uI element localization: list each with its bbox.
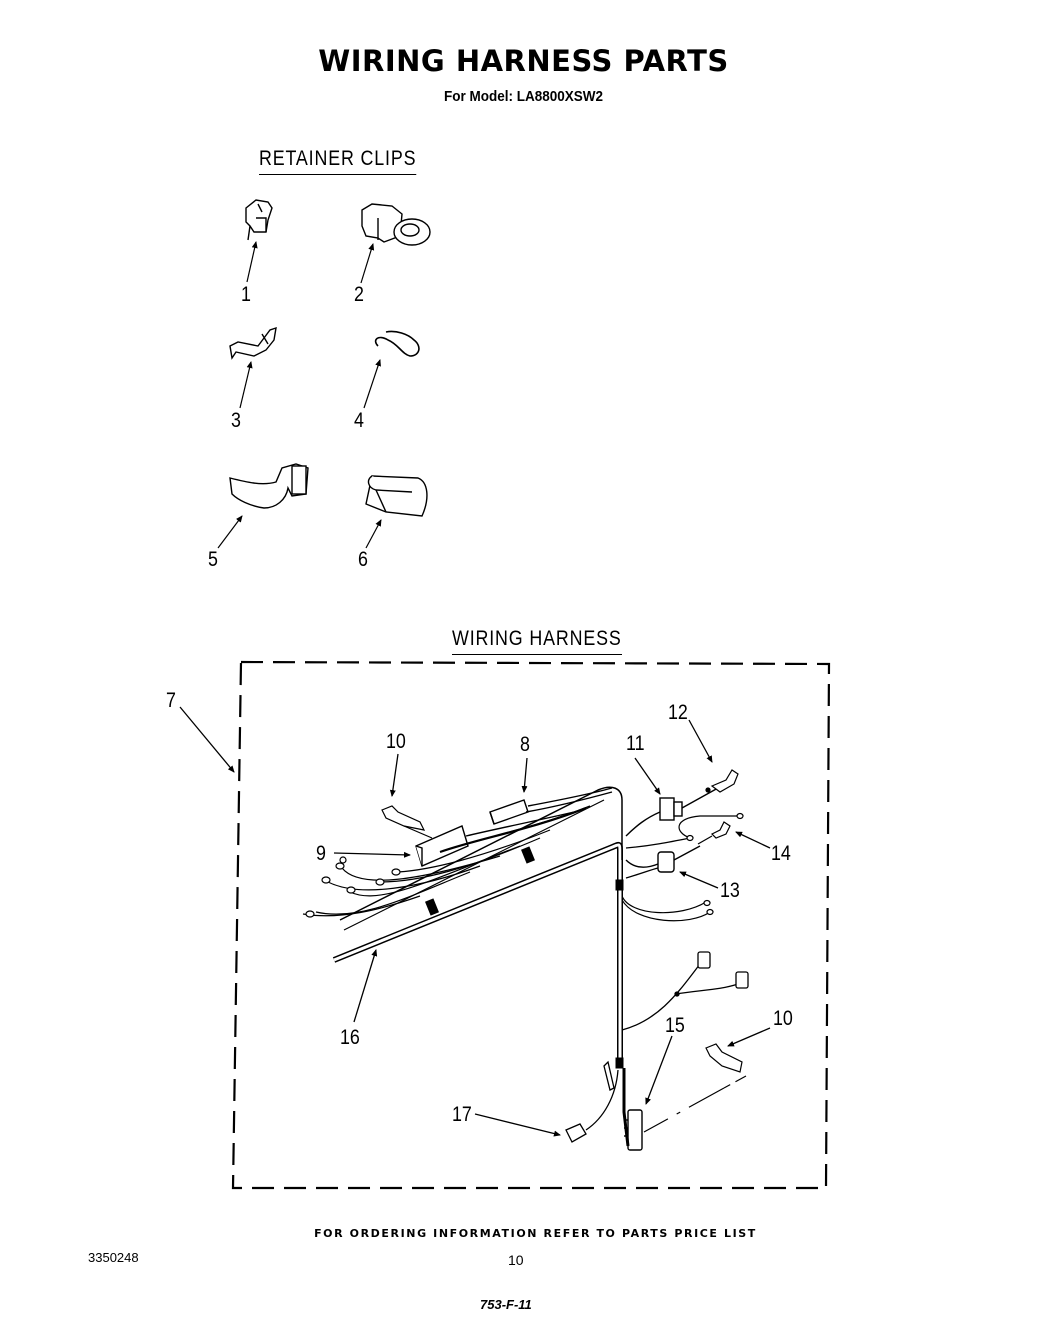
wiring-harness-heading: WIRING HARNESS [452,627,622,655]
retainer-clip-6-icon [365,475,428,517]
retainer-clip-4-icon [374,330,420,357]
document-number: 3350248 [88,1250,139,1265]
connector-13-icon [625,845,701,879]
terminal-12-icon [705,769,739,793]
callout-14: 14 [771,842,791,865]
callout-9: 9 [316,842,326,865]
callout-15: 15 [665,1014,685,1037]
callout-10-lower: 10 [773,1007,793,1030]
connector-17-icon [565,1060,619,1143]
harness-trunk-icon [332,786,624,1069]
callout-6: 6 [358,548,368,571]
callout-13: 13 [720,879,740,902]
connector-15-icon [622,1068,643,1151]
terminal-14-icon [625,812,744,849]
callout-7: 7 [166,689,176,712]
ring-terminals-icon [302,829,551,918]
terminal-10-upper-icon [381,805,433,839]
harness-boundary-box [231,660,831,1190]
connector-11-icon [625,787,719,837]
ring-terminals-right-icon [621,895,714,922]
callout-4: 4 [354,409,364,432]
retainer-clips-heading: RETAINER CLIPS [259,147,417,175]
callout-16: 16 [340,1026,360,1049]
callout-10-upper: 10 [386,730,406,753]
retainer-clip-1-icon [245,199,273,241]
callout-1: 1 [241,283,251,306]
callout-12: 12 [668,701,688,724]
model-subtitle: For Model: LA8800XSW2 [443,88,604,105]
side-connectors-icon [621,951,749,1031]
callout-3: 3 [231,409,241,432]
connector-9-icon [415,805,591,867]
connector-8-icon [489,787,613,825]
reference-code: 753-F-11 [480,1297,532,1312]
page-number: 10 [508,1252,524,1268]
retainer-clip-2-icon [361,203,431,246]
retainer-clip-5-icon [229,463,309,509]
terminal-10-lower-icon [643,1043,747,1133]
callout-2: 2 [354,283,364,306]
callout-8: 8 [520,733,530,756]
callout-5: 5 [208,548,218,571]
callout-17: 17 [452,1103,472,1126]
ordering-note: FOR ORDERING INFORMATION REFER TO PARTS … [314,1227,757,1240]
retainer-clip-3-icon [229,326,277,360]
callout-11: 11 [626,732,645,755]
page-title: WIRING HARNESS PARTS [318,44,729,78]
